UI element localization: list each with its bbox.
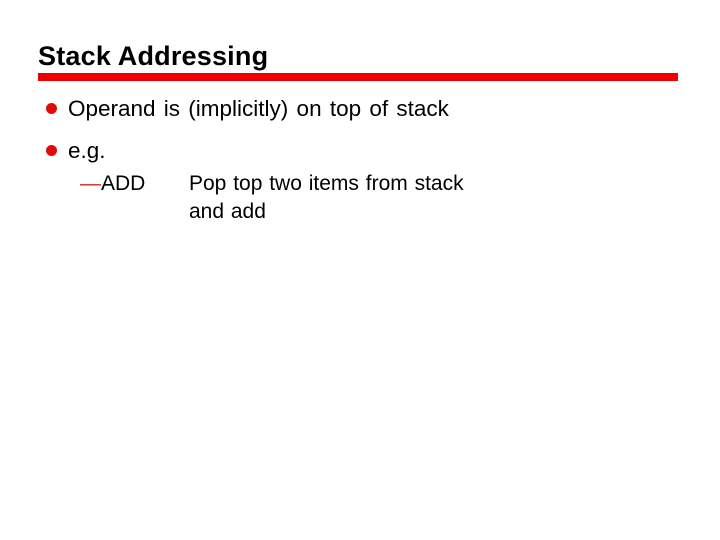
sub-item-lead: —ADD [80, 170, 189, 197]
bullet-text-operand: Operand is (implicitly) on top of stack [68, 96, 449, 121]
sub-item-add: —ADD Pop top two items from stack and ad… [80, 170, 464, 226]
slide-title: Stack Addressing [38, 41, 269, 71]
bullet-dot-icon [46, 103, 57, 114]
bullet-text-eg: e.g. [68, 138, 106, 163]
sub-item-term: ADD [101, 172, 146, 195]
bullet-item-operand: Operand is (implicitly) on top of stack [46, 94, 449, 123]
definition-line-2: and add [189, 200, 266, 223]
sub-item-definition: Pop top two items from stack and add [189, 170, 464, 226]
bullet-dot-icon [46, 145, 57, 156]
title-underline-rule [38, 73, 678, 81]
definition-line-1: Pop top two items from stack [189, 172, 464, 195]
dash-bullet-icon: — [80, 172, 101, 195]
bullet-item-eg: e.g. [46, 136, 106, 165]
